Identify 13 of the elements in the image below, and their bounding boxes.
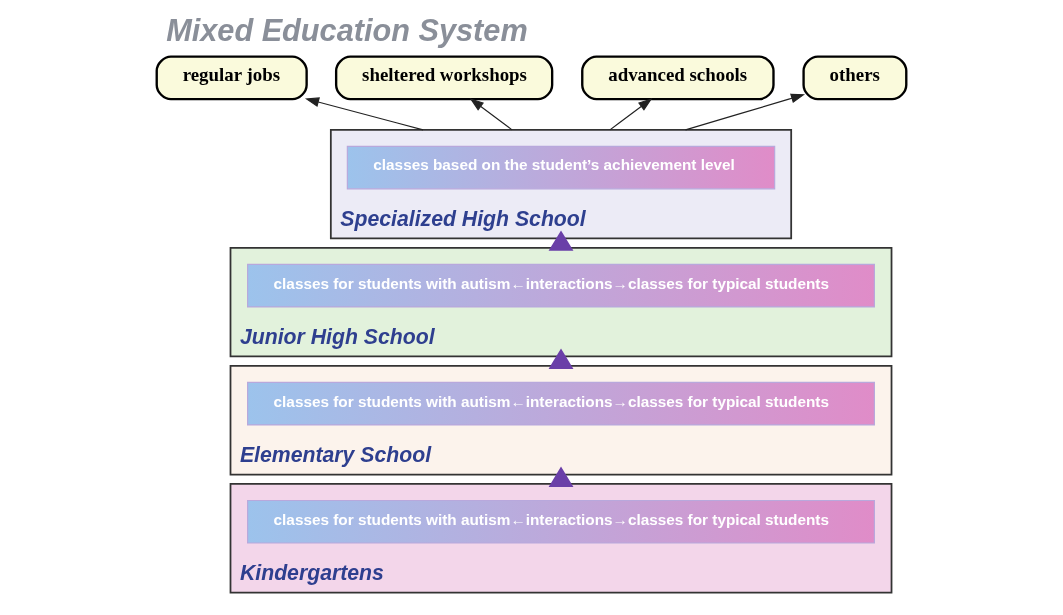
node-box: advanced schools: [581, 55, 775, 101]
node-box: regular jobs: [155, 55, 308, 101]
diagram-title: Mixed Education System: [166, 13, 528, 49]
arrow: [304, 97, 424, 131]
arrow: [469, 98, 513, 131]
node-box: sheltered workshops: [334, 55, 554, 101]
arrow: [684, 93, 806, 131]
node-box: classes for students with autism←interactions→classes for typical students: [247, 499, 875, 544]
node-box: classes based on the student’s achievement level: [346, 145, 776, 190]
node-box: others: [802, 55, 908, 101]
node-box: classes for students with autism←interactions→classes for typical students: [247, 381, 875, 426]
node-box: classes for students with autism←interactions→classes for typical students: [247, 263, 875, 308]
arrow: [609, 98, 653, 131]
